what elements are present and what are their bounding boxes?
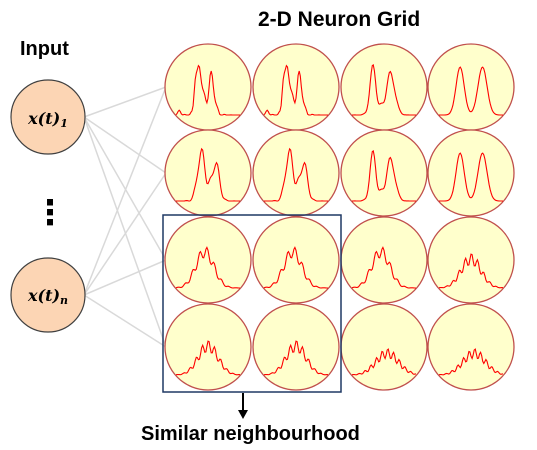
- neuron-circle: [252, 303, 340, 391]
- connection-line: [83, 259, 167, 296]
- input-node-n-label: x(t)n: [3, 286, 93, 307]
- down-arrow: [238, 393, 248, 419]
- neuron-r2-c3: [340, 129, 428, 217]
- neuron-r1-c2: [252, 43, 340, 131]
- neuron-r4-c2: [252, 303, 340, 391]
- neuron-signal-curve: [351, 348, 417, 376]
- neuron-signal-curve: [438, 348, 504, 376]
- neuron-circle: [340, 129, 428, 217]
- neuron-signal-curve: [263, 64, 328, 116]
- grid-title: 2-D Neuron Grid: [258, 8, 421, 31]
- neuron-signal-curve: [175, 64, 240, 116]
- neuron-circle: [164, 43, 252, 131]
- neuron-r4-c3: [340, 303, 428, 391]
- neuron-signal-curve: [175, 340, 241, 376]
- neuron-r3-c2: [252, 216, 340, 304]
- connection-line: [83, 116, 167, 348]
- neuron-circle: [340, 43, 428, 131]
- connection-line: [83, 116, 167, 174]
- neuron-circle: [252, 216, 340, 304]
- input-title: Input: [20, 38, 69, 60]
- neuron-signal-curve: [438, 253, 504, 289]
- neuron-signal-curve: [352, 63, 416, 116]
- neuron-r2-c2: [252, 129, 340, 217]
- neuron-circle: [164, 303, 252, 391]
- neuron-signal-curve: [439, 152, 503, 202]
- connection-line: [83, 116, 167, 261]
- connections: [83, 86, 167, 348]
- connection-line: [83, 294, 167, 348]
- neuron-signal-curve: [264, 147, 328, 202]
- neuron-signal-curve: [263, 246, 328, 289]
- neuron-r4-c1: [164, 303, 252, 391]
- neuron-circle: [427, 303, 515, 391]
- neuron-signal-curve: [351, 246, 416, 289]
- neighbourhood-box: [162, 214, 342, 393]
- neuron-grid: [164, 43, 515, 391]
- neighbourhood-caption: Similar neighbourhood: [141, 423, 360, 445]
- neuron-r2-c4: [427, 129, 515, 217]
- input-node-1-base: x(t): [28, 109, 61, 128]
- neuron-circle: [164, 216, 252, 304]
- neuron-circle: [252, 43, 340, 131]
- neuron-circle: [340, 216, 428, 304]
- neuron-r1-c4: [427, 43, 515, 131]
- neuron-r3-c3: [340, 216, 428, 304]
- neuron-r2-c1: [164, 129, 252, 217]
- neuron-r3-c1: [164, 216, 252, 304]
- input-nodes: [10, 79, 86, 333]
- neuron-circle: [164, 129, 252, 217]
- input-node-n: [10, 257, 86, 333]
- neuron-circle: [340, 303, 428, 391]
- neuron-circle: [427, 43, 515, 131]
- input-node-1: [10, 79, 86, 155]
- input-node-1-label: x(t)1: [3, 109, 93, 130]
- neuron-circle: [427, 216, 515, 304]
- neuron-signal-curve: [263, 340, 329, 376]
- neuron-signal-curve: [175, 246, 240, 289]
- input-node-1-sub: 1: [60, 117, 68, 130]
- ellipsis: ⋮: [33, 194, 67, 232]
- input-node-n-base: x(t): [27, 286, 61, 305]
- neuron-r4-c4: [427, 303, 515, 391]
- neuron-signal-curve: [439, 66, 503, 116]
- neuron-r1-c1: [164, 43, 252, 131]
- input-node-n-sub: n: [60, 294, 69, 307]
- neuron-circle: [252, 129, 340, 217]
- connection-line: [83, 172, 167, 296]
- neuron-circle: [427, 129, 515, 217]
- neuron-signal-curve: [176, 147, 240, 202]
- neuron-signal-curve: [352, 149, 416, 202]
- connection-line: [83, 86, 167, 296]
- connection-line: [83, 86, 167, 118]
- neuron-r1-c3: [340, 43, 428, 131]
- neuron-r3-c4: [427, 216, 515, 304]
